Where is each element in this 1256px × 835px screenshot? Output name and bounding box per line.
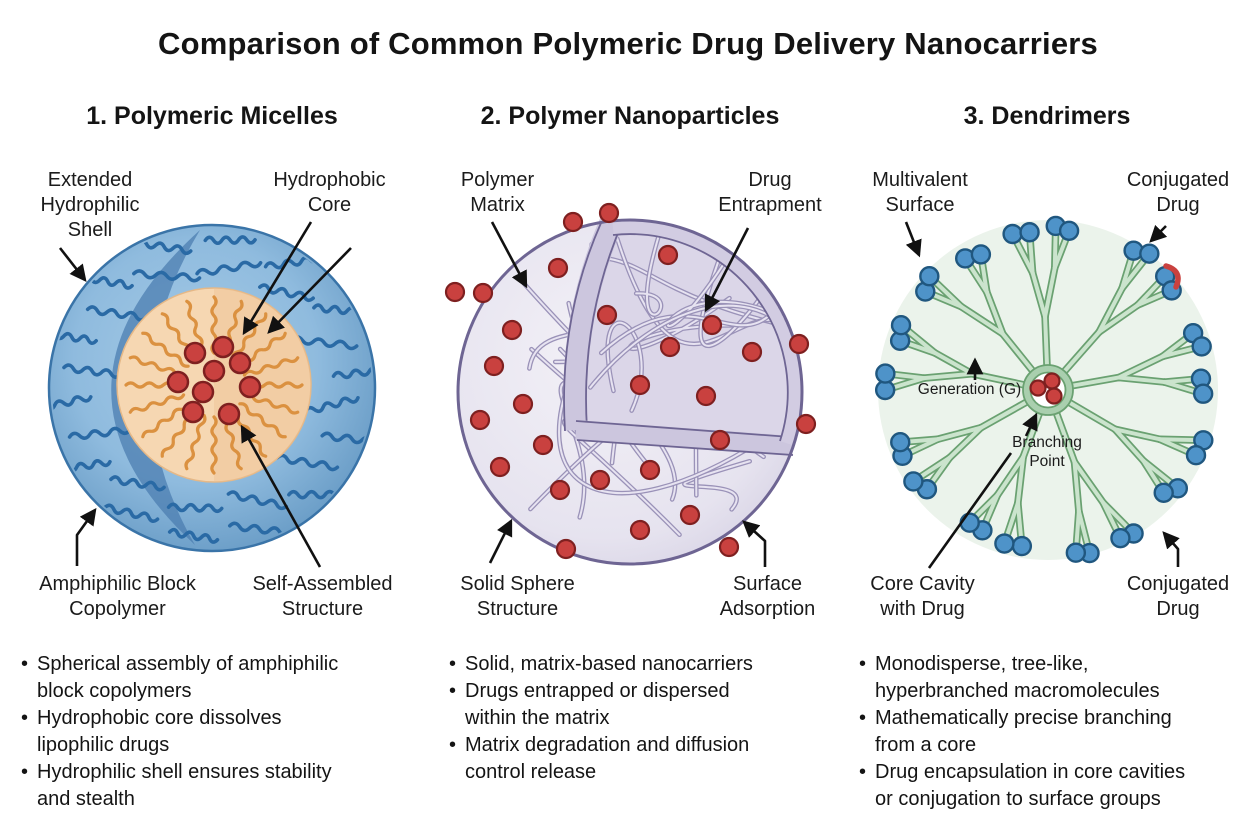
- callout-branching-point: Branching Point: [1012, 434, 1082, 470]
- bullet-list-nanoparticles: Solid, matrix-based nanocarriers Drugs e…: [448, 651, 843, 786]
- bullet-list-dendrimers: Monodisperse, tree-like, hyperbranched m…: [858, 651, 1256, 813]
- bullet-item: Drugs entrapped or dispersed within the …: [448, 678, 843, 732]
- arrow-polymer-matrix: [490, 221, 528, 289]
- bullet-item: Hydrophobic core dissolves lipophilic dr…: [20, 705, 428, 759]
- bullet-item: Mathematically precise branching from a …: [858, 705, 1256, 759]
- bullet-item: Hydrophilic shell ensures stability and …: [20, 759, 428, 813]
- heading-dendrimers: 3. Dendrimers: [963, 102, 1131, 130]
- callout-self-assembled-structure: Self-Assembled Structure: [252, 573, 393, 620]
- micelle-cut-crescent: [111, 230, 200, 545]
- callout-generation: Generation (G): [917, 381, 1022, 398]
- micelle-core: [116, 287, 312, 483]
- dendrimer-core-ring-outer-edge: [1022, 364, 1074, 416]
- bullet-list-micelles: Spherical assembly of amphiphilic block …: [20, 651, 428, 813]
- arrow-self-assembled: [240, 424, 322, 568]
- bullet-item: Monodisperse, tree-like, hyperbranched m…: [858, 651, 1256, 705]
- arrow-branching-point: [1022, 412, 1038, 437]
- arrow-amphiphilic-copolymer: [75, 507, 97, 566]
- arrow-drug-entrapment: [704, 227, 750, 313]
- arrow-surface-adsorption: [742, 520, 767, 567]
- callout-hydrophobic-core: Hydrophobic Core: [273, 169, 386, 216]
- nanoparticle-drug-dots: [444, 202, 817, 560]
- nanoparticle-illustration: [444, 202, 817, 566]
- dendrimer-illustration: [874, 215, 1218, 564]
- dendrimer-core-drug-dots: [1029, 372, 1063, 405]
- bullet-item: Solid, matrix-based nanocarriers: [448, 651, 843, 678]
- arrow-conjugated-drug-top: [1149, 224, 1168, 243]
- heading-polymeric-micelles: 1. Polymeric Micelles: [86, 102, 338, 130]
- callout-amphiphilic-block-copolymer: Amphiphilic Block Copolymer: [39, 573, 196, 620]
- callout-solid-sphere-structure: Solid Sphere Structure: [460, 573, 575, 620]
- nanoparticle-cut-faces: [563, 216, 801, 456]
- arrow-conjugated-drug-bottom: [1162, 531, 1180, 567]
- callout-surface-adsorption: Surface Adsorption: [719, 573, 816, 620]
- callout-conjugated-drug-top: Conjugated Drug: [1126, 169, 1230, 216]
- callout-polymer-matrix: Polymer Matrix: [460, 169, 535, 216]
- callout-core-cavity-with-drug: Core Cavity with Drug: [870, 573, 975, 620]
- callout-extended-hydrophilic-shell: Extended Hydrophilic Shell: [40, 169, 140, 241]
- callout-arrows: [58, 221, 1180, 569]
- heading-polymer-nanoparticles: 2. Polymer Nanoparticles: [480, 102, 780, 130]
- nanoparticle-outline: [456, 218, 804, 566]
- dendrimer-conjugated-drug-linker: [1163, 263, 1181, 290]
- arrow-extended-shell: [58, 247, 87, 282]
- line-core-cavity: [927, 452, 1013, 569]
- arrow-hydrophobic-core-2: [267, 247, 352, 334]
- arrow-hydrophobic-core-1: [242, 221, 313, 336]
- dendrimer-surface-groups: [874, 215, 1214, 564]
- callout-multivalent-surface: Multivalent Surface: [872, 169, 968, 216]
- callout-conjugated-drug-bottom: Conjugated Drug: [1126, 573, 1230, 620]
- bullet-item: Drug encapsulation in core cavities or c…: [858, 759, 1256, 813]
- arrow-solid-sphere: [488, 518, 513, 564]
- bullet-item: Matrix degradation and diffusion control…: [448, 732, 843, 786]
- callout-drug-entrapment: Drug Entrapment: [718, 169, 822, 216]
- bullet-item: Spherical assembly of amphiphilic block …: [20, 651, 428, 705]
- arrow-multivalent-surface: [904, 221, 922, 258]
- page-title: Comparison of Common Polymeric Drug Deli…: [158, 26, 1098, 61]
- dendrimer-branches: [881, 222, 1208, 557]
- micelle-illustration: [47, 223, 377, 553]
- micelle-drug-dots: [166, 335, 262, 426]
